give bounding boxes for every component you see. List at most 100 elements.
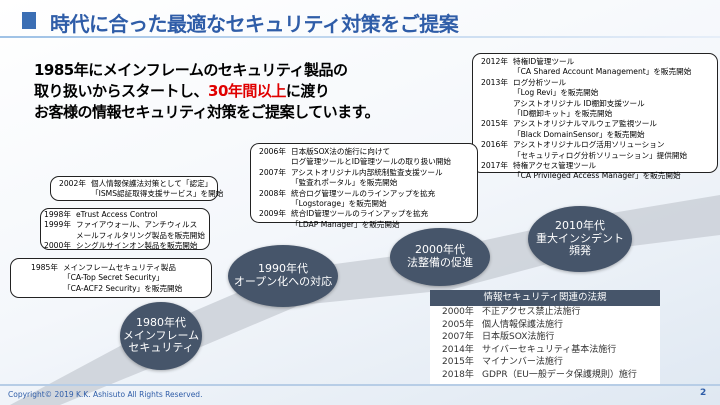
entry-year: [481, 171, 513, 181]
entry-text: メールフィルタリング製品を販売開始: [76, 230, 205, 240]
entry-text: 個人情報保護法対策として「認定」: [91, 179, 213, 188]
history-entry: 「ID棚卸キット」を販売開始: [481, 109, 709, 119]
history-box-2006: 2006年日本版SOX法の施行に向けてログ管理ツールとID管理ツールの取り扱い開…: [250, 143, 478, 229]
history-entry: 「CA-ACF2 Security」を販売開始: [31, 284, 191, 294]
history-entry: 1999年ファイアウォール、アンチウィルス: [44, 220, 206, 230]
entry-text: 「CA-Top Secret Security」: [63, 273, 164, 283]
era-decade: 2000年代: [415, 243, 465, 257]
entry-text: 「セキュリティログ分析ソリューション」提供開始: [513, 150, 688, 160]
entry-text: シングルサインオン製品を販売開始: [76, 241, 198, 251]
entry-year: 2007年: [259, 167, 286, 177]
entry-year: 2008年: [259, 188, 286, 198]
history-box-2012: 2012年特権ID管理ツール「CA Shared Account Managem…: [472, 53, 718, 180]
law-text: 個人情報保護法施行: [482, 319, 564, 330]
history-entry: 「LDAP Manager」を販売開始: [259, 220, 469, 230]
history-entry: 「Logstorage」を販売開始: [259, 199, 469, 209]
entry-text: 「Log Revi」を販売開始: [513, 88, 599, 98]
entry-text: アシストオリジナルログ活用ソリューション: [513, 140, 665, 150]
entry-year: [259, 199, 291, 209]
history-entry: 「Black DomainSensor」を販売開始: [481, 130, 709, 140]
history-entry: 1985年メインフレームセキュリティ製品: [31, 263, 191, 273]
entry-year: 1999年: [44, 220, 71, 230]
entry-text: ログ分析ツール: [513, 77, 567, 87]
entry-year: [31, 273, 63, 283]
entry-text: 統合ログ管理ツールのラインアップを拡充: [291, 188, 436, 198]
era-label: オープン化への対応: [233, 275, 333, 288]
copyright: Copyright© 2019 K.K. Ashisuto All Rights…: [8, 390, 203, 399]
era-label: 法整備の促進: [407, 256, 473, 269]
era-decade: 1990年代: [258, 262, 308, 276]
history-entry: 2017年特権アクセス管理ツール: [481, 161, 709, 171]
history-entry: 2006年日本版SOX法の施行に向けて: [259, 147, 469, 157]
intro-line-2-post: に渡り: [285, 82, 330, 100]
intro-line-3: お客様の情報セキュリティ対策をご提案しています。: [34, 103, 380, 121]
law-row: 2000年不正アクセス禁止法施行: [430, 306, 660, 319]
entry-year: [259, 178, 291, 188]
page-title: 時代に合った最適なセキュリティ対策をご提案: [50, 12, 459, 36]
entry-year: 2013年: [481, 77, 508, 87]
entry-text: 特権アクセス管理ツール: [513, 161, 597, 171]
history-entry: 「CA Shared Account Management」を販売開始: [481, 67, 709, 77]
entry-text: 統合ID管理ツールのラインアップを拡充: [291, 209, 429, 219]
law-year: 2015年: [442, 357, 474, 367]
law-year: 2014年: [442, 344, 474, 355]
entry-year: 2009年: [259, 209, 286, 219]
entry-year: 2000年: [44, 241, 71, 251]
law-text: サイバーセキュリティ基本法施行: [482, 344, 617, 355]
law-text: GDPR（EU一般データ保護規則）施行: [482, 369, 637, 380]
law-text: 不正アクセス禁止法施行: [482, 307, 581, 317]
law-year: 2007年: [442, 332, 474, 342]
entry-text: 日本版SOX法の施行に向けて: [291, 147, 391, 156]
entry-text: 「LDAP Manager」を販売開始: [291, 219, 400, 229]
entry-year: 1985年: [31, 263, 58, 272]
era-label: 重大インシデント: [536, 231, 624, 245]
entry-year: [31, 284, 63, 294]
law-row: 2005年個人情報保護法施行: [430, 319, 660, 332]
entry-year: [481, 151, 513, 161]
history-entry: 2007年アシストオリジナル内部統制監査支援ツール: [259, 168, 469, 178]
entry-year: 2006年: [259, 147, 286, 156]
entry-year: 2002年: [59, 179, 86, 188]
history-entry: 2015年アシストオリジナルマルウェア監視ツール: [481, 119, 709, 129]
entry-year: 2016年: [481, 140, 508, 150]
entry-text: 「ISMS認証取得支援サービス」を開始: [91, 189, 224, 199]
history-entry: 「監査れポータル」を販売開始: [259, 178, 469, 188]
entry-year: [44, 231, 76, 241]
intro-text: 1985年にメインフレームのセキュリティ製品の 取り扱いからスタートし、30年間…: [34, 60, 380, 123]
entry-text: 「CA-ACF2 Security」を販売開始: [63, 283, 183, 293]
history-box-2002: 2002年個人情報保護法対策として「認定」「ISMS認証取得支援サービス」を開始: [50, 176, 223, 201]
intro-line-2-pre: 取り扱いからスタートし、: [34, 82, 209, 100]
intro-highlight: 30年間以上: [208, 82, 286, 100]
era-1980s: 1980年代メインフレームセキュリティ: [120, 302, 202, 370]
intro-line-1: 1985年にメインフレームのセキュリティ製品の: [34, 61, 348, 79]
era-decade: 1980年代: [136, 316, 186, 330]
history-entry: メールフィルタリング製品を販売開始: [44, 231, 206, 241]
law-row: 2007年日本版SOX法施行: [430, 331, 660, 344]
entry-text: ファイアウォール、アンチウィルス: [76, 220, 198, 230]
entry-year: [481, 130, 513, 140]
era-1990s: 1990年代オープン化への対応: [228, 245, 338, 307]
history-entry: 「CA-Top Secret Security」: [31, 273, 191, 283]
entry-text: ログ管理ツールとID管理ツールの取り扱い開始: [291, 157, 451, 167]
entry-text: 「Logstorage」を販売開始: [291, 199, 387, 209]
entry-text: 「CA Privileged Access Manager」を販売開始: [513, 171, 681, 181]
entry-text: eTrust Access Control: [76, 210, 158, 219]
era-label: セキュリティ: [128, 341, 194, 355]
entry-year: 2012年: [481, 57, 508, 66]
entry-text: アシストオリジナル内部統制監査支援ツール: [291, 167, 443, 177]
header-accent-square: [22, 12, 36, 29]
history-entry: 2002年個人情報保護法対策として「認定」: [59, 179, 213, 189]
era-label: メインフレーム: [122, 328, 200, 342]
entry-year: [481, 67, 513, 77]
history-entry: 「セキュリティログ分析ソリューション」提供開始: [481, 151, 709, 161]
entry-text: 「CA Shared Account Management」を販売開始: [513, 67, 692, 77]
history-entry: 「CA Privileged Access Manager」を販売開始: [481, 171, 709, 181]
entry-year: [481, 99, 513, 109]
entry-text: 「監査れポータル」を販売開始: [291, 178, 398, 188]
history-entry: 2009年統合ID管理ツールのラインアップを拡充: [259, 209, 469, 219]
intro-line-2: 取り扱いからスタートし、30年間以上に渡り: [34, 81, 379, 102]
